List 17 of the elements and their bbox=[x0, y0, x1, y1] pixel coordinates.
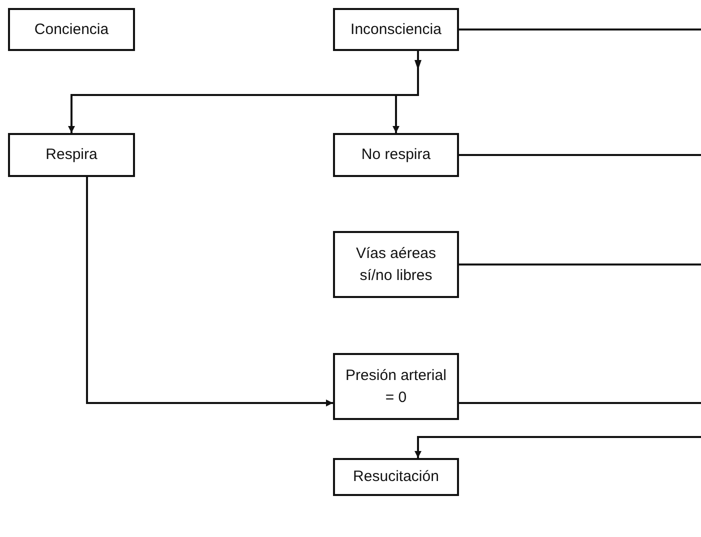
box-label: Presión arterial = 0 bbox=[344, 366, 448, 408]
process-box bbox=[333, 133, 459, 177]
process-box bbox=[333, 458, 459, 496]
box-label: Vías aéreas sí/no libres bbox=[354, 244, 438, 286]
connector-arrow bbox=[414, 436, 701, 458]
box-label: Respira bbox=[44, 145, 98, 166]
process-box bbox=[333, 231, 459, 298]
box-label: Inconsciencia bbox=[350, 20, 442, 40]
process-box bbox=[8, 133, 135, 177]
process-box bbox=[333, 8, 459, 51]
box-label: No respira bbox=[360, 145, 432, 166]
process-box bbox=[8, 8, 135, 51]
box-label: Conciencia bbox=[33, 20, 110, 40]
arrowhead bbox=[414, 60, 422, 70]
box-label: Resucitación bbox=[352, 467, 440, 488]
process-box bbox=[333, 353, 459, 420]
connector-arrow bbox=[86, 177, 333, 406]
